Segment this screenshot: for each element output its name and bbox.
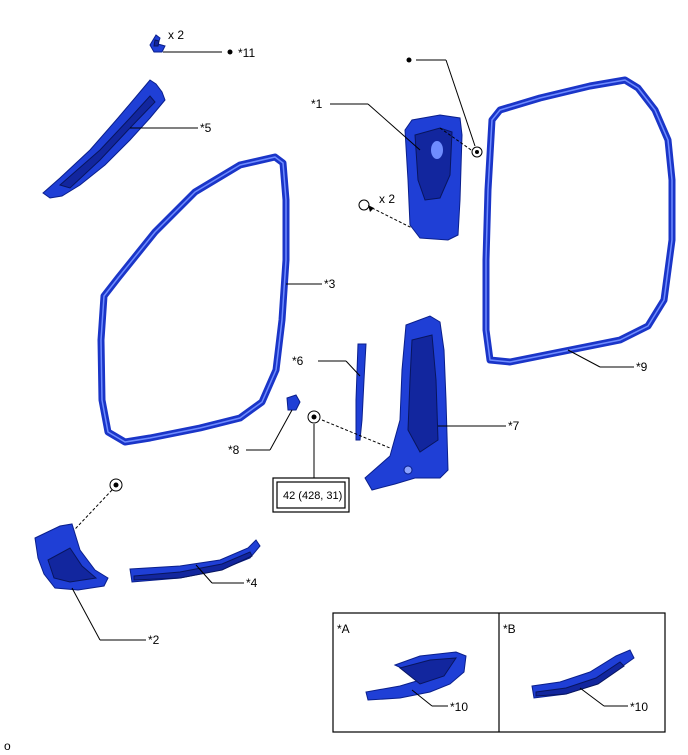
callout-7: *7	[508, 419, 520, 433]
callout-9: *9	[636, 360, 648, 374]
dot-1-clip	[406, 57, 412, 63]
callout-5: *5	[200, 121, 212, 135]
part-weatherstrip-9	[482, 76, 676, 366]
callout-10-b: *10	[630, 700, 648, 714]
callout-10-a: *10	[450, 700, 468, 714]
dash-1-clip-lower	[371, 207, 413, 229]
leader-10b-1	[579, 687, 605, 707]
part-clip-1-right	[471, 146, 483, 158]
dot-11	[227, 49, 233, 55]
leader-4a	[195, 564, 213, 584]
part-bolt	[307, 410, 321, 424]
part-clip-8	[286, 394, 301, 411]
callout-2: *2	[148, 633, 160, 647]
part-clip-1-left	[358, 199, 374, 212]
callout-4: *4	[246, 576, 258, 590]
leader-9a	[567, 349, 601, 368]
part-center-pillar-lower-7	[364, 315, 449, 491]
torque-spec: 42 (428, 31)	[283, 490, 342, 502]
inset-label-a: *A	[337, 622, 350, 636]
part-clip-11	[149, 34, 166, 53]
leader-2a	[71, 587, 101, 641]
quantity-clip-top: x 2	[168, 28, 184, 42]
part-center-pillar-upper-1	[404, 114, 463, 241]
leader-10a-1	[411, 689, 433, 707]
dash-2-clip	[59, 489, 113, 546]
part-scuff-plate-4	[129, 539, 261, 583]
callout-1: *1	[311, 97, 323, 111]
part-clip-2	[109, 478, 123, 492]
callout-11: *11	[238, 46, 255, 60]
part-weatherstrip-3	[97, 153, 290, 446]
callout-6: *6	[292, 354, 304, 368]
part-scuff-10-variant-b	[531, 649, 635, 699]
torque-box-outer	[272, 477, 350, 513]
torque-box-inner	[276, 481, 346, 509]
leader-6b	[345, 360, 361, 377]
dash-7-bolt	[321, 419, 391, 449]
callout-8: *8	[228, 443, 240, 457]
part-scuff-10-variant-a	[365, 651, 467, 701]
part-pillar-garnish-5	[42, 79, 166, 199]
leader-1b	[367, 103, 421, 151]
leader-1-clip-b	[445, 59, 476, 147]
leader-8a	[269, 409, 293, 451]
callout-3: *3	[324, 277, 336, 291]
inset-label-b: *B	[503, 622, 516, 636]
corner-mark: o	[4, 739, 11, 753]
part-cowl-side-trim-2	[34, 523, 109, 591]
part-strip-6	[355, 343, 367, 441]
dash-1-clip	[439, 127, 475, 153]
quantity-clip-pillar: x 2	[379, 192, 395, 206]
